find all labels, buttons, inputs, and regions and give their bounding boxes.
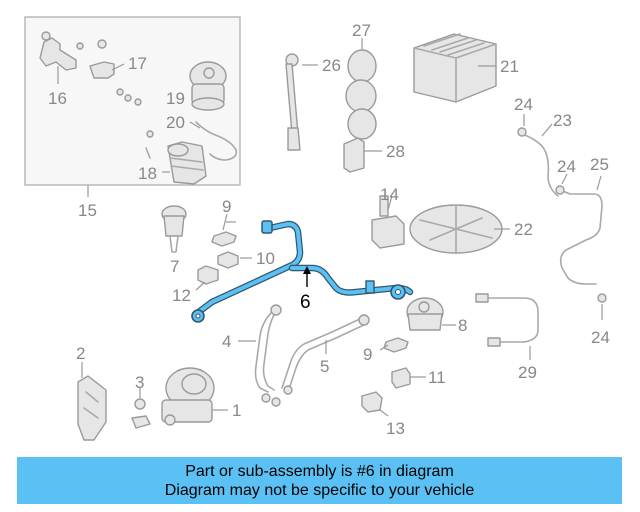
bracket-11	[391, 367, 426, 389]
callout-16: 16	[48, 89, 67, 108]
callout-19: 19	[166, 89, 185, 108]
heat-shield-2	[77, 362, 107, 441]
valve-8	[406, 297, 456, 331]
banner-line-part-number: Part or sub-assembly is #6 in diagram	[185, 463, 454, 480]
control-unit-21	[413, 33, 497, 103]
gasket-9a	[211, 213, 237, 247]
callout-28: 28	[386, 142, 405, 161]
callout-25: 25	[590, 155, 609, 174]
callout-13: 13	[386, 419, 405, 438]
callout-4: 4	[222, 332, 231, 351]
callout-24a: 24	[514, 95, 533, 114]
info-banner: Part or sub-assembly is #6 in diagram Di…	[17, 457, 622, 504]
callout-12: 12	[172, 286, 191, 305]
callout-17: 17	[128, 54, 147, 73]
bolt-3	[131, 388, 151, 429]
callout-3: 3	[135, 373, 144, 392]
callout-9a: 9	[222, 197, 231, 216]
bracket-16	[39, 31, 107, 84]
callout-21: 21	[500, 57, 519, 76]
callout-2: 2	[76, 344, 85, 363]
sensor-14	[371, 195, 405, 249]
air-pump-1	[161, 367, 228, 426]
pipe-4	[238, 304, 282, 407]
pipe-5	[281, 314, 370, 395]
bracket-17	[89, 61, 142, 106]
hose-20	[145, 121, 238, 161]
callout-26: 26	[322, 56, 341, 75]
pipe-6-highlighted	[191, 220, 414, 323]
rod-26	[285, 53, 318, 151]
bracket-10	[217, 251, 252, 269]
callout-23: 23	[553, 111, 572, 130]
callout-24b: 24	[557, 157, 576, 176]
oxygen-sensor-29	[475, 293, 539, 360]
connector-12	[195, 265, 219, 291]
callout-20: 20	[166, 113, 185, 132]
valve-19	[189, 61, 227, 111]
pump-18	[162, 141, 207, 185]
callout-7: 7	[170, 257, 179, 276]
gasket-9b	[379, 337, 409, 353]
bellows-27	[345, 38, 377, 140]
callout-27: 27	[352, 21, 371, 40]
valve-7	[161, 205, 187, 253]
bracket-13	[361, 391, 389, 417]
callout-1: 1	[232, 401, 241, 420]
hose-23	[517, 114, 559, 197]
cover-22	[409, 204, 510, 254]
callout-5: 5	[320, 357, 329, 376]
parts-diagram: 1 2 3 4 5 6 7 8 9 9 10 11 12 13 14 15 16…	[24, 16, 610, 441]
banner-line-disclaimer: Diagram may not be specific to your vehi…	[164, 482, 475, 499]
callout-6: 6	[300, 292, 311, 313]
callout-15: 15	[78, 201, 97, 220]
callout-29: 29	[518, 363, 537, 382]
bracket-28	[343, 137, 382, 173]
pipe-25	[555, 173, 607, 320]
callout-9b: 9	[363, 345, 372, 364]
callout-14: 14	[380, 185, 399, 204]
callout-10: 10	[256, 249, 275, 268]
callout-labels: 1 2 3 4 5 6 7 8 9 9 10 11 12 13 14 15 16…	[48, 21, 610, 438]
callout-22: 22	[514, 220, 533, 239]
callout-24c: 24	[591, 328, 610, 347]
callout-8: 8	[458, 316, 467, 335]
callout-11: 11	[428, 368, 446, 387]
callout-18: 18	[138, 164, 157, 183]
